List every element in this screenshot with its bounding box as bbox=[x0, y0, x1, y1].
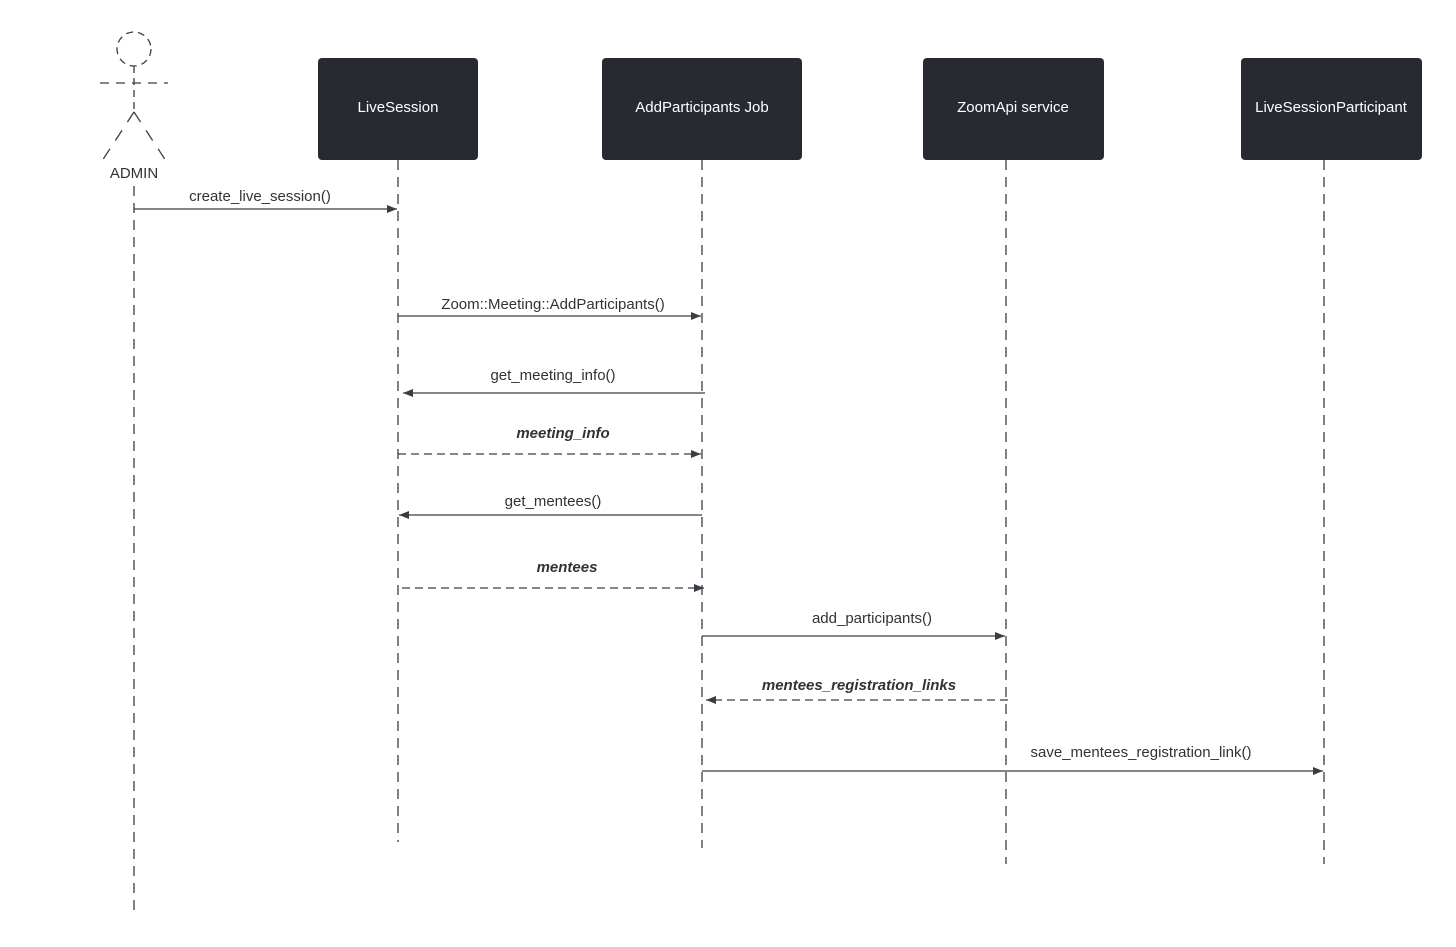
message-get-mentees: get_mentees() bbox=[399, 493, 702, 519]
message-label: get_mentees() bbox=[505, 493, 602, 510]
actor-left-leg bbox=[99, 111, 135, 165]
participant-box bbox=[318, 58, 478, 160]
actor-head bbox=[116, 31, 152, 67]
participant-box bbox=[1241, 58, 1422, 160]
participant-label: LiveSession bbox=[358, 99, 439, 116]
admin-actor: ADMIN bbox=[99, 31, 169, 182]
lifelines bbox=[133, 160, 1325, 915]
participant-livesession: LiveSession bbox=[318, 58, 478, 160]
message-save-mentees-registration-link: save_mentees_registration_link() bbox=[702, 744, 1323, 775]
message-mentees-return: mentees bbox=[402, 559, 704, 592]
message-label: save_mentees_registration_link() bbox=[1031, 744, 1252, 761]
participant-label: AddParticipants Job bbox=[635, 99, 768, 116]
message-label: mentees bbox=[537, 559, 598, 576]
message-label: mentees_registration_links bbox=[762, 677, 956, 694]
participant-label: LiveSessionParticipant bbox=[1255, 99, 1408, 116]
message-label: Zoom::Meeting::AddParticipants() bbox=[441, 296, 664, 313]
actor-right-leg bbox=[133, 111, 169, 165]
participant-livesessionparticipant: LiveSessionParticipant bbox=[1241, 58, 1422, 160]
participant-box bbox=[923, 58, 1104, 160]
message-zoom-meeting-addparticipants: Zoom::Meeting::AddParticipants() bbox=[398, 296, 701, 320]
participant-zoomapi-service: ZoomApi service bbox=[923, 58, 1104, 160]
message-label: get_meeting_info() bbox=[490, 367, 615, 384]
message-label: add_participants() bbox=[812, 610, 932, 627]
participant-addparticipants-job: AddParticipants Job bbox=[602, 58, 802, 160]
participant-box bbox=[602, 58, 802, 160]
message-add-participants: add_participants() bbox=[702, 610, 1005, 640]
message-mentees-registration-links-return: mentees_registration_links bbox=[706, 677, 1008, 704]
actor-label: ADMIN bbox=[110, 165, 158, 182]
participant-label: ZoomApi service bbox=[957, 99, 1069, 116]
message-create-live-session: create_live_session() bbox=[134, 188, 397, 213]
message-label: create_live_session() bbox=[189, 188, 331, 205]
message-get-meeting-info: get_meeting_info() bbox=[403, 367, 705, 397]
message-meeting-info-return: meeting_info bbox=[398, 425, 701, 458]
message-label: meeting_info bbox=[516, 425, 609, 442]
